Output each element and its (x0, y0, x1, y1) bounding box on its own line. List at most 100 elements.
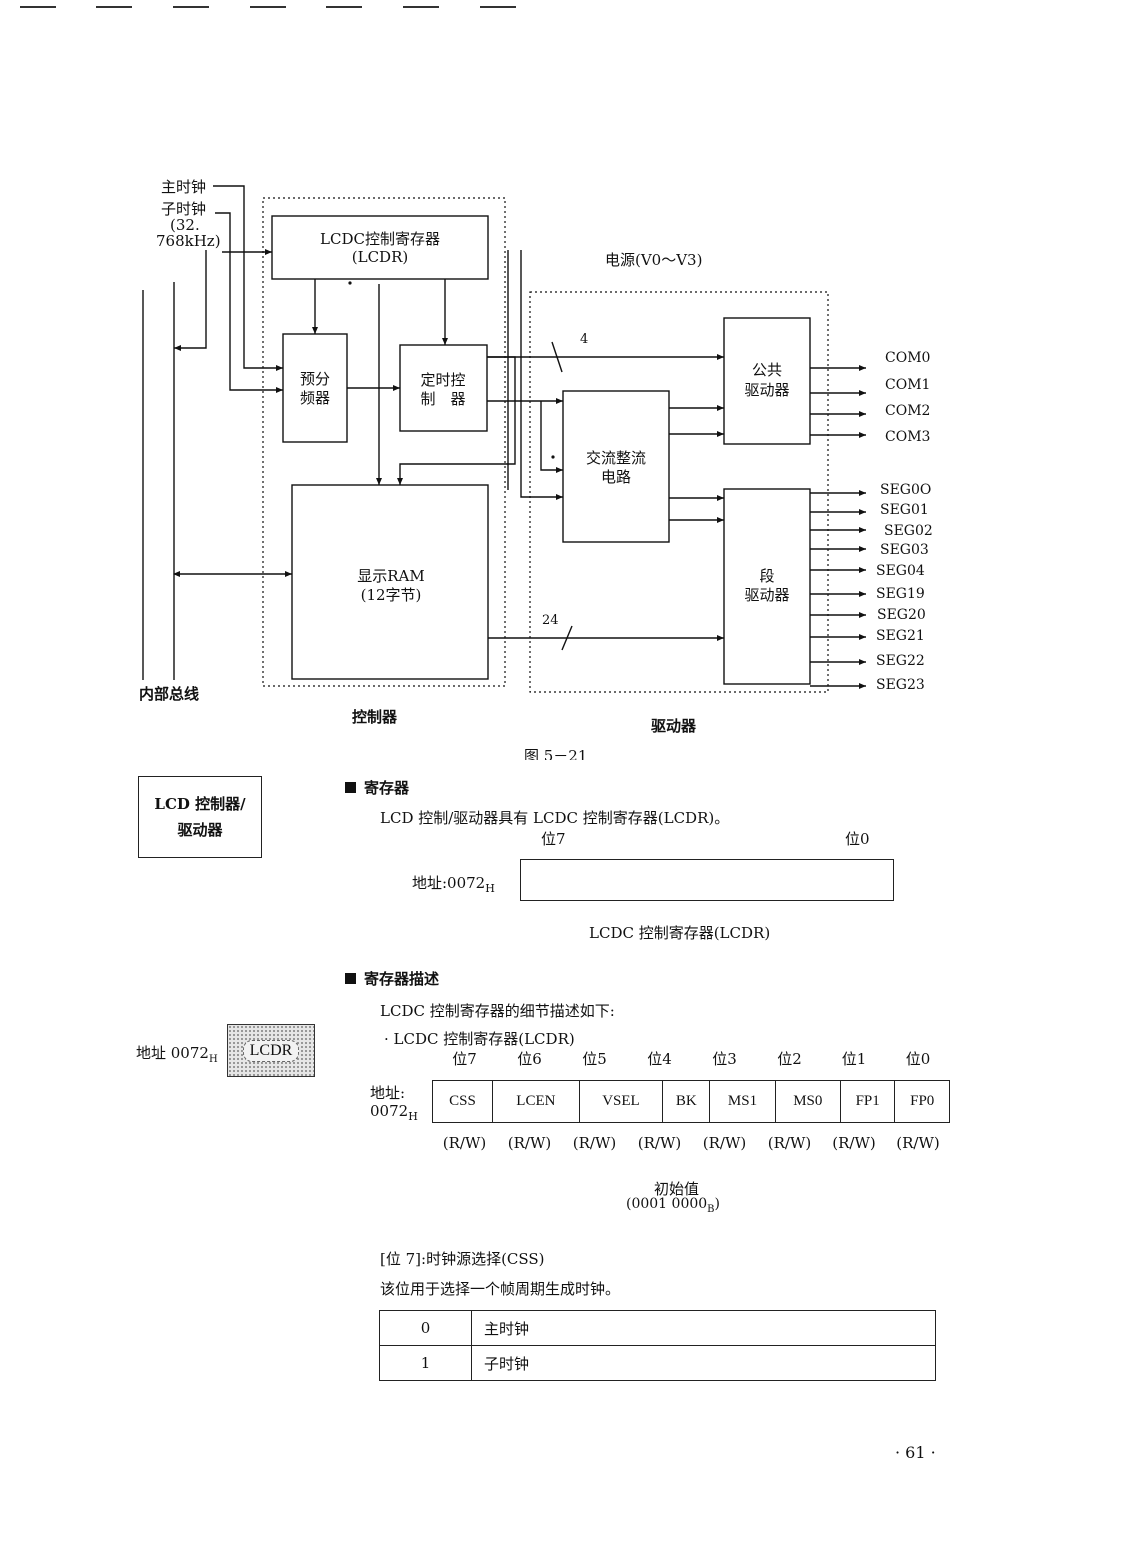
reg-address-line2: 0072H (370, 1102, 418, 1123)
option-meaning: 主时钟 (471, 1310, 936, 1346)
reg-address-sub: H (408, 1110, 418, 1123)
segment-driver-label: 驱动器 (744, 586, 789, 604)
access-row: (R/W) (R/W) (R/W) (R/W) (R/W) (R/W) (R/W… (432, 1134, 950, 1152)
access-label: (R/W) (896, 1134, 940, 1152)
initial-value-label: 初始值 (654, 1180, 700, 1198)
figure-caption: 图 5－21 (524, 747, 587, 760)
internal-bus-label: 内部总线 (139, 685, 199, 703)
seg-output-label: SEG02 (884, 523, 933, 539)
bit-cell-ms1: MS1 (709, 1080, 776, 1123)
driver-label: 驱动器 (651, 717, 697, 735)
ram-label: 显示RAM (357, 567, 425, 585)
access-label: (R/W) (507, 1134, 552, 1152)
section-bullet-icon (345, 973, 356, 984)
bit-header: 位1 (841, 1050, 867, 1068)
register-address-text: 地址:0072 (412, 874, 486, 892)
registers-heading-text: 寄存器 (364, 779, 410, 797)
initial-value: (0001 0000B) (626, 1196, 720, 1215)
scan-mark (20, 6, 56, 8)
bit-header: 位2 (777, 1050, 802, 1068)
scan-mark (326, 6, 362, 8)
sub-clock-label: 子时钟 (161, 200, 206, 218)
common-driver-label: 驱动器 (744, 381, 789, 399)
bit-cell-fp1: FP1 (839, 1080, 896, 1123)
bit7-title: [位 7]:时钟源选择(CSS) (380, 1250, 545, 1268)
lcdr-badge-text: LCDR (242, 1039, 300, 1062)
seg-output-label: SEG22 (876, 653, 925, 669)
lcdr-bit-table: CSS LCEN VSEL BK MS1 MS0 FP1 FP0 (432, 1080, 950, 1123)
bit-cell-css: CSS (432, 1080, 493, 1123)
bus-width-4: 4 (580, 332, 588, 347)
bit7-desc: 该位用于选择一个帧周期生成时钟。 (380, 1280, 621, 1298)
ac-label: 交流整流 (586, 449, 646, 467)
description-heading-text: 寄存器描述 (364, 970, 440, 988)
segment-driver-block (723, 488, 811, 685)
display-ram-block (291, 484, 489, 680)
sidebar-address-text: 地址 0072 (136, 1044, 209, 1062)
driver-region (529, 291, 829, 693)
sub-clock-freq: 768kHz) (156, 232, 221, 250)
scan-mark (250, 6, 286, 8)
sidebar-box-line1: LCD 控制器/ (154, 795, 246, 813)
sidebar-address-sub: H (208, 1054, 218, 1065)
sub-clock-wire (215, 212, 283, 393)
timing-label: 定时控 (420, 371, 465, 389)
initial-value-close: ) (714, 1196, 720, 1212)
sidebar-section-box: LCD 控制器/ 驱动器 (138, 776, 262, 858)
common-driver-block (723, 317, 811, 445)
register-empty-box (520, 859, 894, 901)
main-clock-label: 主时钟 (161, 178, 206, 196)
common-driver-label: 公共 (752, 361, 782, 379)
access-label: (R/W) (442, 1134, 487, 1152)
access-label: (R/W) (702, 1134, 747, 1152)
access-label: (R/W) (572, 1134, 617, 1152)
lcdr-block-label: LCDC控制寄存器 (320, 230, 440, 248)
bit-low-label: 位0 (845, 830, 870, 848)
bit-cell-vsel: VSEL (578, 1080, 664, 1123)
prescaler-label: 频器 (300, 389, 330, 407)
bit-header: 位4 (647, 1050, 672, 1068)
sub-clock-freq: (32. (170, 216, 200, 234)
seg-output-label: SEG0O (880, 482, 931, 498)
scan-mark (173, 6, 209, 8)
initial-value-sub: B (707, 1203, 715, 1215)
bit-cell-fp0: FP0 (894, 1080, 950, 1123)
bus-width-24: 24 (542, 613, 559, 628)
section-bullet-icon (345, 782, 356, 793)
table-row: CSS LCEN VSEL BK MS1 MS0 FP1 FP0 (432, 1080, 950, 1123)
bit-header: 位6 (517, 1050, 542, 1068)
lcd-block-diagram: 主时钟 子时钟 (32. 768kHz) LCDC控制寄存器 (LCDR) 预分… (139, 178, 933, 760)
controller-region (262, 197, 506, 687)
option-value: 1 (379, 1345, 472, 1381)
main-clock-wire (213, 185, 283, 371)
table-row: 0 主时钟 (379, 1310, 936, 1346)
lcdr-block-label: (LCDR) (352, 248, 408, 266)
sidebar-address: 地址 0072H (136, 1042, 218, 1065)
lcdr-badge: LCDR (227, 1024, 315, 1077)
seg-output-label: SEG23 (876, 677, 925, 693)
description-intro: LCDC 控制寄存器的细节描述如下: (380, 1002, 615, 1020)
seg-output-label: SEG21 (876, 628, 925, 644)
description-heading: 寄存器描述 (345, 968, 439, 989)
register-address: 地址:0072H (412, 872, 495, 895)
lcdr-block (271, 215, 489, 280)
timing-label: 制 器 (420, 390, 465, 408)
seg-output-label: SEG01 (880, 502, 929, 518)
registers-intro: LCD 控制/驱动器具有 LCDC 控制寄存器(LCDR)。 (380, 809, 730, 827)
table-row: 1 子时钟 (379, 1345, 936, 1381)
bit-header: 位7 (452, 1050, 477, 1068)
access-label: (R/W) (832, 1134, 876, 1152)
clock-source-table: 0 主时钟 1 子时钟 (379, 1310, 936, 1381)
scan-mark (403, 6, 439, 8)
prescaler-block (282, 333, 348, 443)
register-caption: LCDC 控制寄存器(LCDR) (589, 924, 771, 942)
bit-header: 位3 (712, 1050, 737, 1068)
register-address-sub: H (485, 882, 495, 895)
bit-header: 位5 (582, 1050, 607, 1068)
seg-output-label: SEG04 (876, 563, 925, 579)
scan-mark (480, 6, 516, 8)
bit-cell-bk: BK (662, 1080, 711, 1123)
controller-label: 控制器 (352, 708, 398, 726)
bit-cell-ms0: MS0 (774, 1080, 841, 1123)
bit-cell-lcen: LCEN (491, 1080, 580, 1123)
